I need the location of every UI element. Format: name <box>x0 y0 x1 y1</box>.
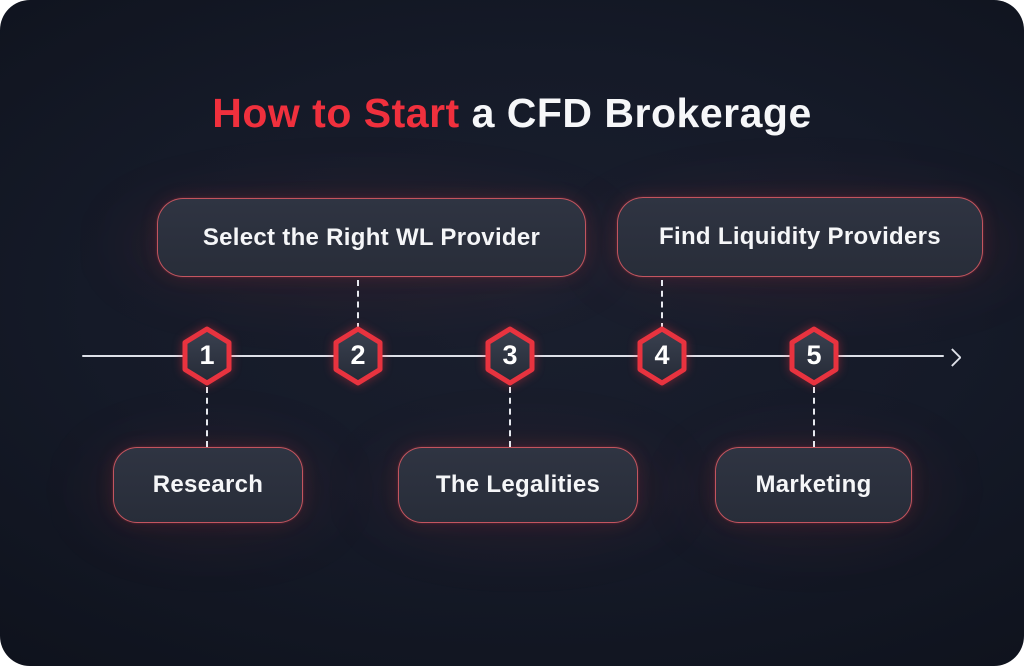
connector-dashed-2 <box>357 280 359 329</box>
title-highlight: How to Start <box>212 90 460 136</box>
hexagon-icon <box>789 326 839 386</box>
connector-dashed-5 <box>813 387 815 447</box>
step-label: Select the Right WL Provider <box>202 223 541 251</box>
step-label: Research <box>152 471 264 498</box>
step-label: The Legalities <box>435 471 601 498</box>
connector-dashed-3 <box>509 387 511 447</box>
step-hexagon-2: 2 <box>329 322 387 390</box>
step-label-box-4: Find Liquidity Providers <box>617 197 983 277</box>
step-number: 4 <box>654 339 670 370</box>
step-label: Marketing <box>755 471 872 498</box>
hexagon-icon <box>182 326 232 386</box>
step-hexagon-4: 4 <box>633 322 691 390</box>
step-number: 5 <box>806 339 822 370</box>
step-label-box-1: Research <box>113 447 303 523</box>
step-label-box-2: Select the Right WL Provider <box>157 198 586 277</box>
step-label-box-5: Marketing <box>715 447 912 523</box>
step-number: 1 <box>199 339 215 370</box>
step-label: Find Liquidity Providers <box>659 223 941 250</box>
step-label-box-3: The Legalities <box>398 447 638 523</box>
hexagon-icon <box>333 326 383 386</box>
title-rest: a CFD Brokerage <box>459 90 812 136</box>
connector-dashed-4 <box>661 280 663 329</box>
page-title: How to Start a CFD Brokerage <box>0 90 1024 137</box>
step-number: 3 <box>502 339 518 370</box>
connector-dashed-1 <box>206 387 208 447</box>
right-arrow-icon <box>943 347 962 367</box>
step-number: 2 <box>350 339 366 370</box>
step-hexagon-3: 3 <box>481 322 539 390</box>
hexagon-icon <box>485 326 535 386</box>
step-hexagon-1: 1 <box>178 322 236 390</box>
hexagon-icon <box>637 326 687 386</box>
step-hexagon-5: 5 <box>785 322 843 390</box>
